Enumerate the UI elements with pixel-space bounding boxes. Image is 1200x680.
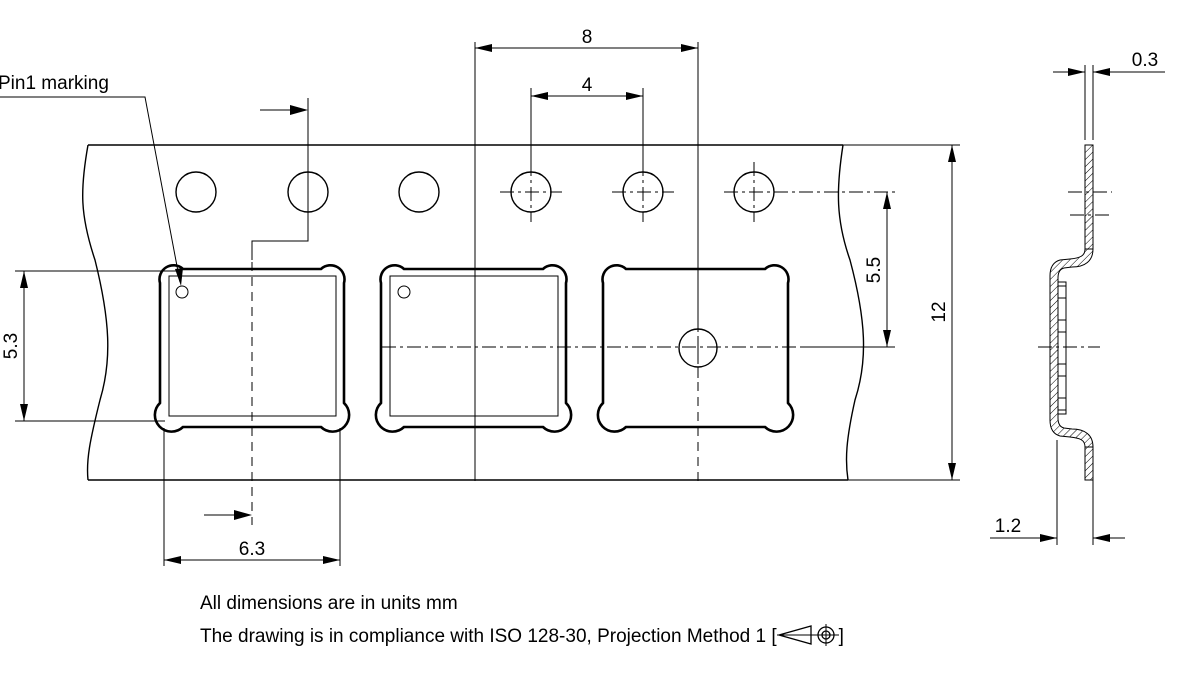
- units-note: All dimensions are in units mm: [200, 593, 458, 614]
- dimension-arrow-icon: [681, 44, 698, 52]
- dimension-arrow-icon: [531, 92, 548, 100]
- dimension-arrow-icon: [883, 192, 891, 209]
- first-angle-projection-symbol: [776, 624, 839, 646]
- compliance-text: The drawing is in compliance with ISO 12…: [200, 626, 777, 647]
- pin1-callout: Pin1 marking: [0, 73, 183, 286]
- sprocket-centerlines: [500, 162, 895, 222]
- dimension-arrow-icon: [323, 556, 340, 564]
- dim-8-label: 8: [582, 27, 593, 48]
- dimension-arrow-icon: [1093, 534, 1110, 542]
- dimension-arrow-icon: [883, 330, 891, 347]
- dimension-arrow-icon: [1068, 68, 1085, 76]
- dimension-arrow-icon: [20, 271, 28, 288]
- dim-pocket-length: 5.3: [1, 270, 178, 422]
- pocket-2: [374, 264, 573, 433]
- dim-6-3-label: 6.3: [239, 539, 265, 560]
- dimension-arrow-icon: [20, 404, 28, 421]
- dim-4-label: 4: [582, 75, 593, 96]
- dimension-arrow-icon: [948, 463, 956, 480]
- dimension-arrow-icon: [234, 510, 252, 520]
- dim-pocket-width: 6.3: [163, 428, 341, 566]
- section-line: [204, 98, 309, 525]
- pin1-label: Pin1 marking: [0, 73, 109, 94]
- dimension-arrow-icon: [626, 92, 643, 100]
- compliance-note: The drawing is in compliance with ISO 12…: [200, 624, 844, 648]
- dimension-arrow-icon: [1040, 534, 1057, 542]
- pin1-dot-icon: [175, 285, 189, 299]
- dimension-arrow-icon: [475, 44, 492, 52]
- dim-tape-width: 12: [843, 144, 960, 481]
- dim-1-2-label: 1.2: [995, 516, 1021, 537]
- dim-12-label: 12: [929, 301, 950, 322]
- dim-pitch-sprocket: 4: [530, 75, 644, 170]
- dim-5-5-label: 5.5: [864, 257, 885, 283]
- dim-sprocket-to-center: 5.5: [800, 192, 895, 348]
- tape-outline: [82, 144, 865, 481]
- dim-5-3-label: 5.3: [1, 333, 22, 359]
- pocket-1: [153, 264, 351, 433]
- compliance-text-end: ]: [838, 626, 844, 647]
- dimension-arrow-icon: [175, 268, 183, 286]
- dimension-arrow-icon: [164, 556, 181, 564]
- pocket-3: [596, 264, 795, 433]
- dimension-arrow-icon: [948, 145, 956, 162]
- sprocket-hole: [175, 171, 217, 213]
- dim-pitch-component: 8: [474, 27, 699, 482]
- sprocket-hole: [398, 171, 440, 213]
- dimension-arrow-icon: [290, 105, 308, 115]
- pin1-dot-icon: [397, 285, 411, 299]
- dimension-arrow-icon: [1093, 68, 1110, 76]
- side-view: 0.3 1.2: [990, 50, 1165, 545]
- dim-0-3-label: 0.3: [1132, 50, 1158, 71]
